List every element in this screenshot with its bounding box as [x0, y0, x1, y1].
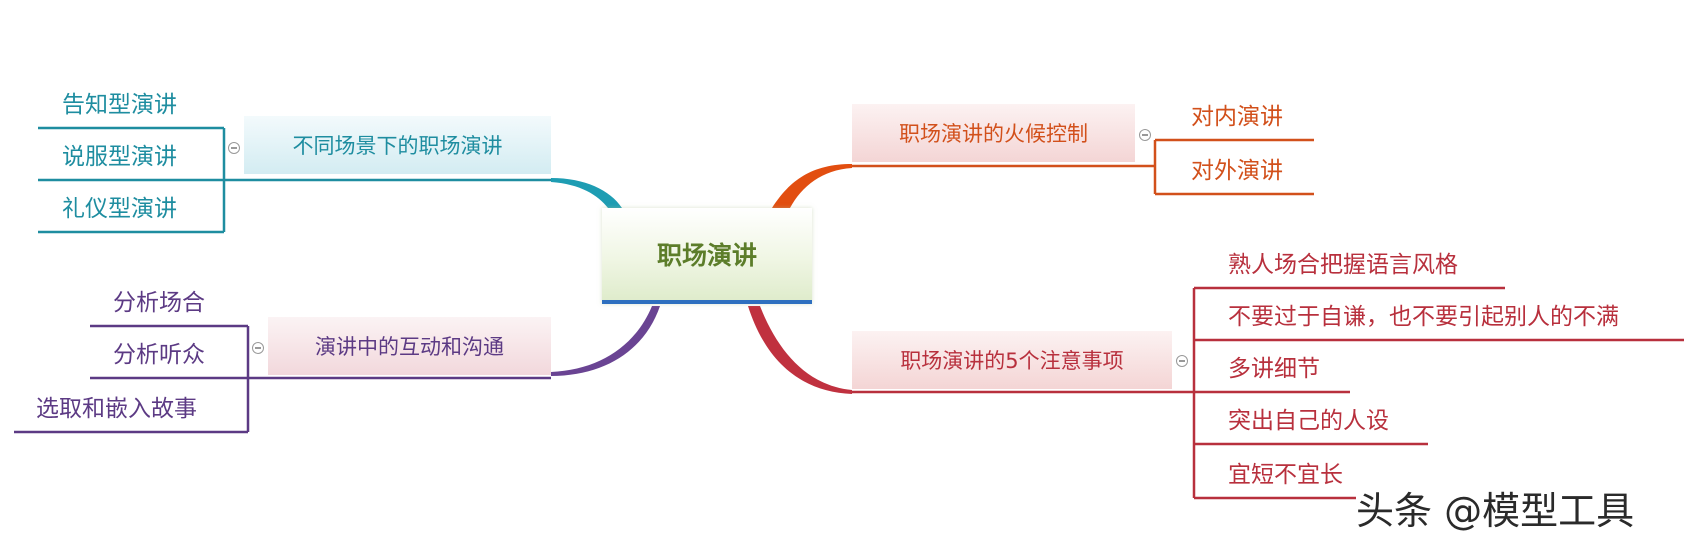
collapse-toggle-icon[interactable]	[228, 142, 240, 154]
branch-connector-orange	[772, 164, 852, 208]
topic-scenarios[interactable]: 不同场景下的职场演讲	[244, 116, 551, 174]
branch-connector-red	[748, 306, 852, 394]
subtopic-item[interactable]: 对内演讲	[1191, 104, 1283, 130]
subtopic-item[interactable]: 不要过于自谦，也不要引起别人的不满	[1228, 304, 1619, 330]
central-topic[interactable]: 职场演讲	[602, 208, 812, 304]
subtopic-item[interactable]: 熟人场合把握语言风格	[1228, 252, 1458, 278]
central-topic-label: 职场演讲	[656, 241, 757, 270]
topic-cautions[interactable]: 职场演讲的5个注意事项	[852, 331, 1172, 389]
collapse-toggle-icon[interactable]	[1139, 129, 1151, 141]
subtopic-item[interactable]: 突出自己的人设	[1228, 408, 1389, 434]
subtopic-item[interactable]: 告知型演讲	[62, 92, 177, 118]
branch-connector-teal	[551, 178, 622, 208]
watermark: 头条 @模型工具	[1356, 489, 1635, 533]
collapse-toggle-icon[interactable]	[252, 342, 264, 354]
topic-control[interactable]: 职场演讲的火候控制	[852, 104, 1135, 162]
subtopic-item[interactable]: 礼仪型演讲	[62, 196, 177, 222]
subtopic-item[interactable]: 说服型演讲	[62, 144, 177, 170]
subtopic-item[interactable]: 对外演讲	[1191, 158, 1283, 184]
topic-control-label: 职场演讲的火候控制	[899, 122, 1088, 146]
subtopic-item[interactable]: 分析听众	[113, 342, 205, 368]
subtopic-item[interactable]: 多讲细节	[1228, 356, 1320, 382]
topic-cautions-label: 职场演讲的5个注意事项	[900, 349, 1124, 373]
topic-interaction-label: 演讲中的互动和沟通	[315, 335, 504, 359]
subtopic-item[interactable]: 选取和嵌入故事	[36, 396, 197, 422]
subtopic-item[interactable]: 宜短不宜长	[1228, 462, 1343, 488]
collapse-toggle-icon[interactable]	[1176, 355, 1188, 367]
topic-scenarios-label: 不同场景下的职场演讲	[292, 134, 503, 158]
subtopic-item[interactable]: 分析场合	[113, 290, 205, 316]
branch-connector-purple	[551, 306, 660, 376]
topic-interaction[interactable]: 演讲中的互动和沟通	[268, 317, 551, 375]
